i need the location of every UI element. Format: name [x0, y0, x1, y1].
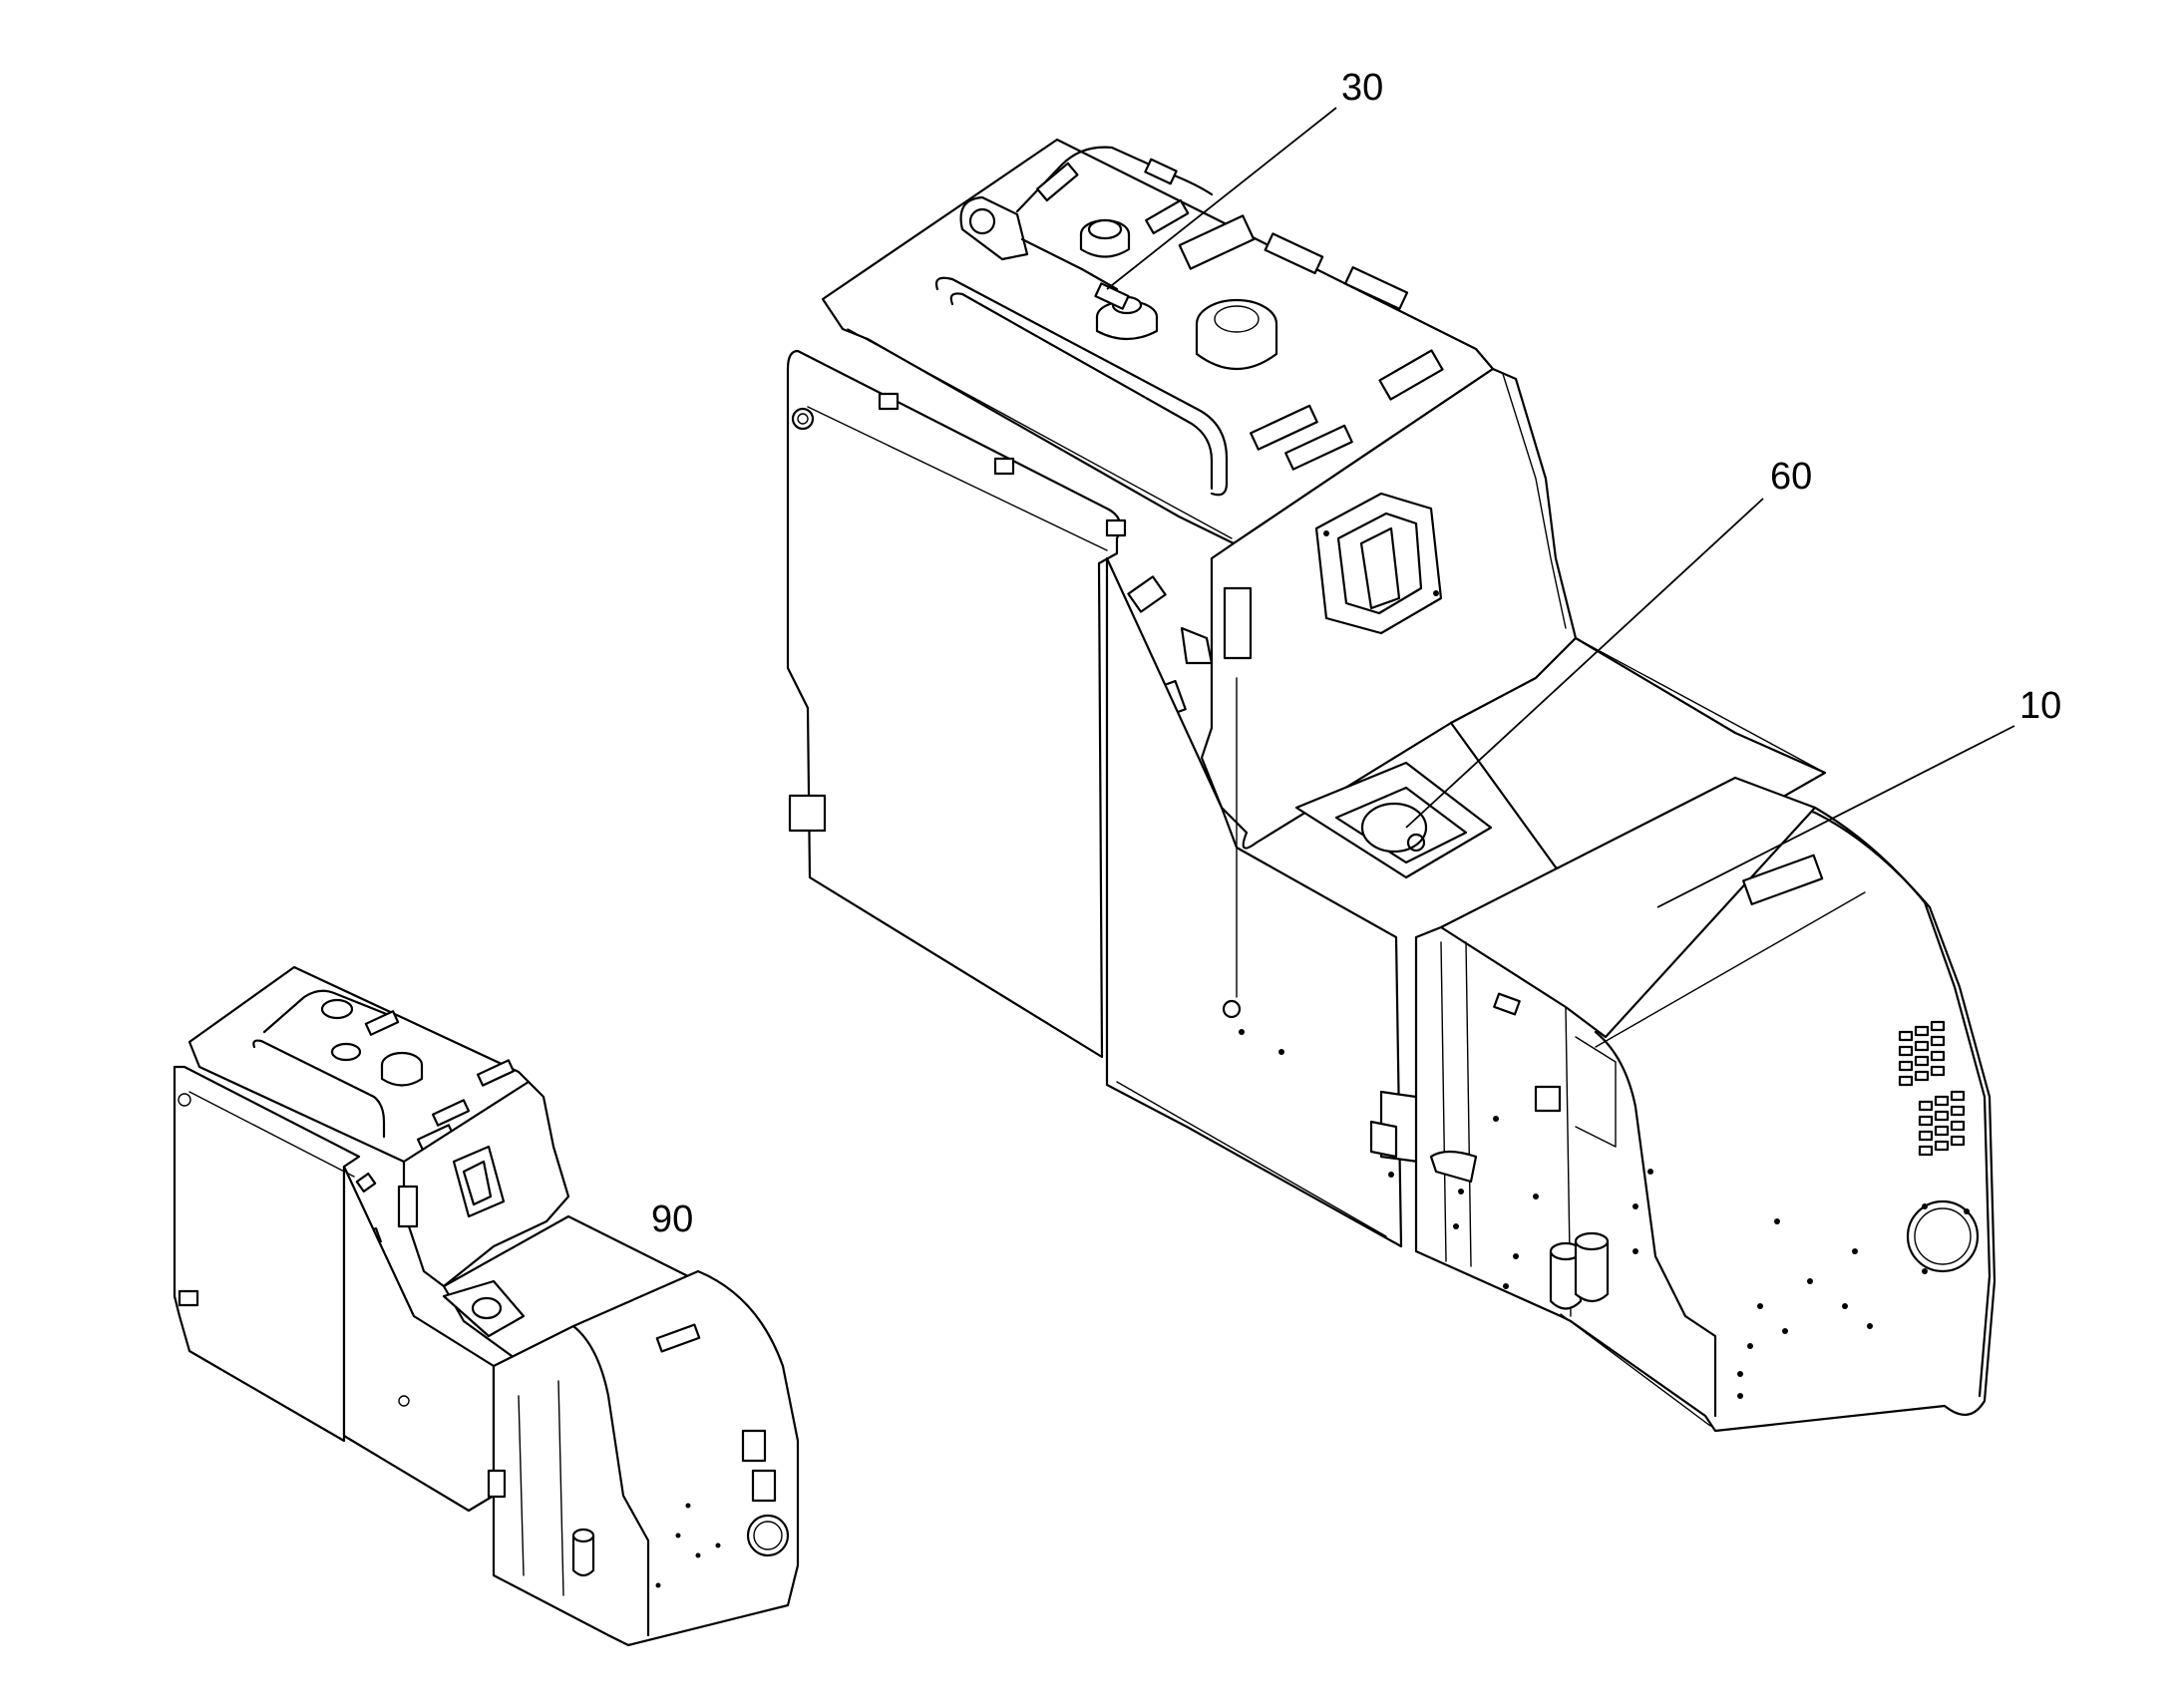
left-side-panel — [786, 349, 1122, 1059]
electrical-box — [1414, 776, 1997, 1433]
callout-30: 30 — [1106, 67, 1383, 290]
leader-line-60 — [1405, 498, 1764, 829]
capacitors — [1549, 1231, 1610, 1310]
callout-label-90: 90 — [651, 1198, 693, 1240]
callout-label-10: 10 — [2019, 685, 2061, 727]
leader-line-10 — [1656, 725, 2015, 908]
callout-10: 10 — [1656, 685, 2061, 908]
callout-90: 90 — [651, 1198, 693, 1240]
vent-grille-upper — [1898, 1020, 1946, 1087]
side-bracket — [788, 794, 827, 833]
callout-label-60: 60 — [1770, 456, 1812, 498]
main-cabinet-assembly — [786, 138, 1495, 1059]
leader-line-30 — [1106, 107, 1337, 290]
sloped-front-panel — [1127, 367, 1578, 850]
small-overview-assembly — [173, 965, 800, 1647]
lower-body — [1105, 556, 1420, 1248]
callout-label-30: 30 — [1341, 67, 1383, 109]
callout-60: 60 — [1405, 456, 1812, 829]
vent-grille-lower — [1918, 1090, 1966, 1157]
